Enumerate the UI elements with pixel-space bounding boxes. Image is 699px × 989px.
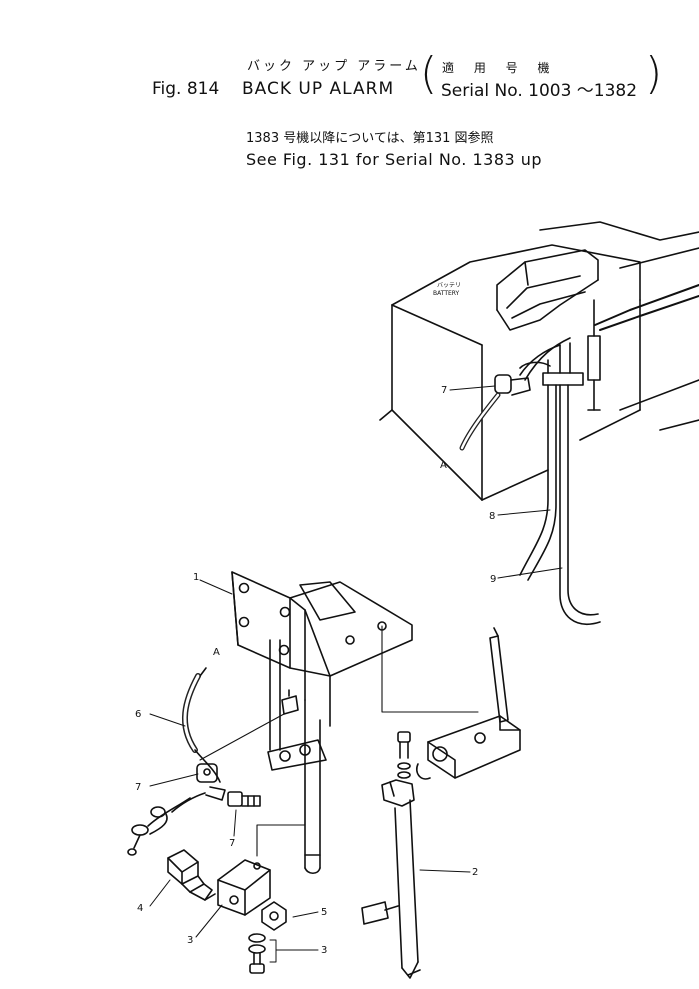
battery-frame xyxy=(379,221,699,501)
callout-7-left: 7 xyxy=(135,782,141,793)
figure-number: Fig. 814 xyxy=(152,79,220,99)
switch-4 xyxy=(167,849,216,901)
small-bolt-7 xyxy=(227,791,261,807)
serial-range: Serial No. 1003 ～1382 xyxy=(441,81,638,101)
lever-2 xyxy=(361,779,421,979)
pipe-8 xyxy=(519,384,557,581)
callout-5: 5 xyxy=(321,907,327,918)
bracket-1-post xyxy=(267,639,327,875)
title-japanese: バック アップ アラーム xyxy=(247,59,421,74)
bolt-small-right xyxy=(397,731,411,779)
callout-3-hardware: 3 xyxy=(321,945,327,956)
serial-paren-close: ) xyxy=(645,48,663,99)
battery-top-handle xyxy=(496,249,599,331)
callout-7-middle: 7 xyxy=(229,838,235,849)
callout-4: 4 xyxy=(137,903,143,914)
pipe-clamp xyxy=(542,342,584,386)
washers-and-bolt-3 xyxy=(248,933,266,974)
battery-label-japanese: バッテリ xyxy=(437,282,461,289)
note-japanese: 1383 号機以降については、第131 図参照 xyxy=(246,131,494,146)
callout-9: 9 xyxy=(490,574,496,585)
callout-8: 8 xyxy=(489,511,495,522)
battery-cables xyxy=(519,284,699,411)
callout-1: 1 xyxy=(193,572,199,583)
bracket-3 xyxy=(217,859,271,916)
leader-lines xyxy=(149,385,563,963)
cable-6 xyxy=(181,667,221,783)
pipe-9 xyxy=(559,384,601,625)
bracket-1 xyxy=(231,571,413,727)
nut-5 xyxy=(261,901,287,931)
title-english: BACK UP ALARM xyxy=(242,79,395,99)
lever-guide xyxy=(415,627,521,780)
connection-label-a-cable: A xyxy=(213,647,220,658)
connector-7-upper xyxy=(459,361,551,451)
callout-2: 2 xyxy=(472,867,478,878)
serial-paren-open: ( xyxy=(420,48,438,99)
callout-7-battery: 7 xyxy=(441,385,447,396)
connection-label-a-battery: A xyxy=(440,460,447,471)
note-english: See Fig. 131 for Serial No. 1383 up xyxy=(246,150,543,169)
battery-label-english: BATTERY xyxy=(433,290,460,297)
connector-7-lower xyxy=(127,763,226,856)
callout-3-bracket: 3 xyxy=(187,935,193,946)
serial-label-japanese: 適 用 号 機 xyxy=(442,61,558,75)
assembly-lines xyxy=(199,625,479,857)
callout-6: 6 xyxy=(135,709,141,720)
